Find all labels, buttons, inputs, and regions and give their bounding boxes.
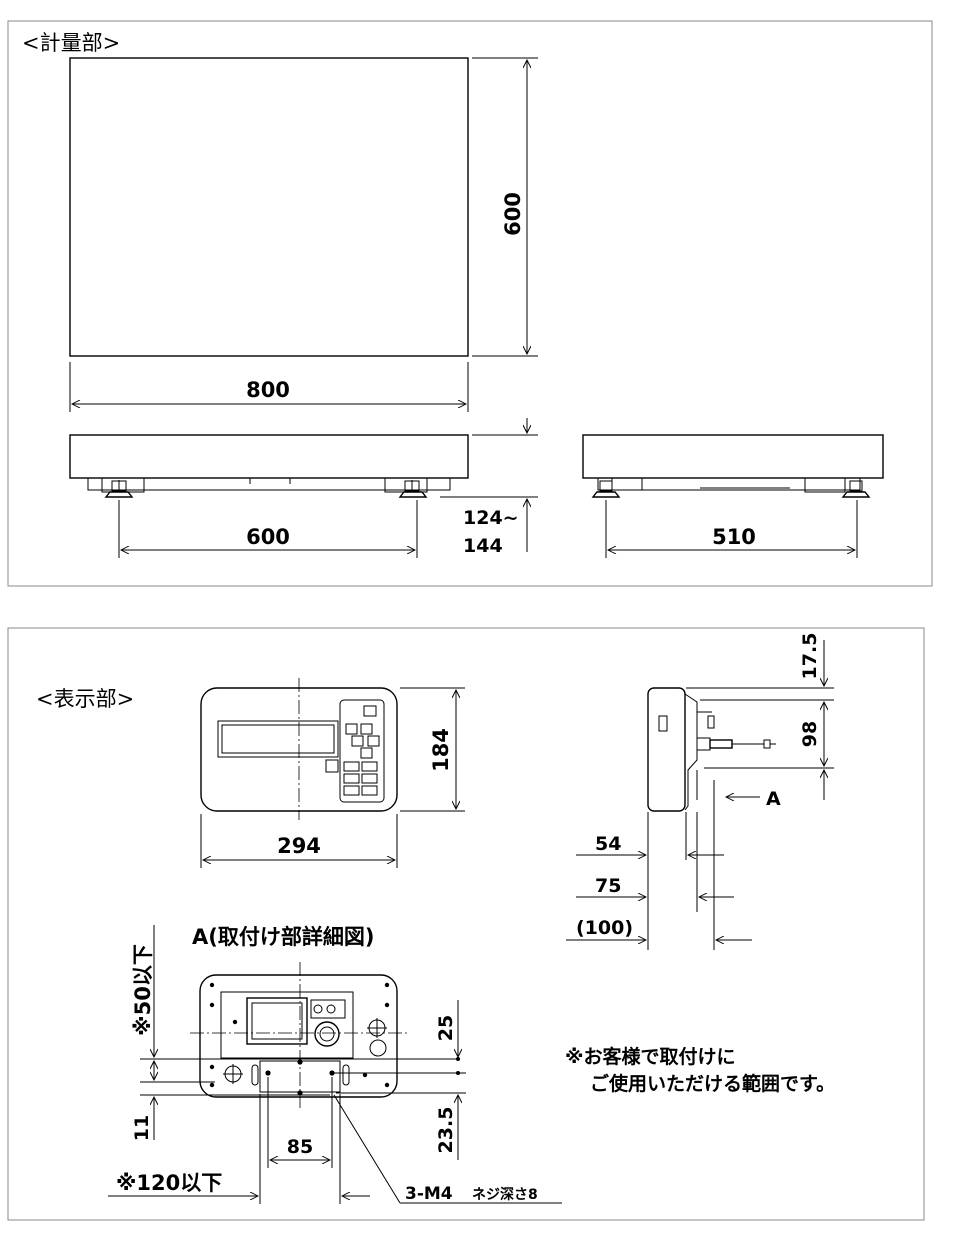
dim-25-label: 25: [435, 1015, 457, 1041]
display-front-view: [200, 678, 398, 820]
dim-foot-span-front-label: 600: [246, 525, 290, 549]
customer-note-line2: ご使用いただける範囲です。: [590, 1072, 835, 1095]
mount-plate: [190, 962, 410, 1110]
dim-depth-label: 600: [501, 192, 525, 236]
screw-label: 3-M4: [405, 1184, 453, 1204]
dim-23-5-label: 23.5: [435, 1107, 457, 1154]
dim-85-label: 85: [287, 1136, 313, 1158]
dim-height-label-b: 144: [463, 535, 503, 557]
display-unit-frame: [7, 627, 925, 1221]
mount-detail-title: A(取付け部詳細図): [192, 925, 374, 949]
dim-depth-54-label: 54: [595, 833, 621, 855]
note-horizontal-limit: ※120以下: [116, 1171, 222, 1195]
platform-front-view: [69, 434, 469, 498]
weighing-unit-label: <計量部>: [22, 31, 120, 55]
dim-11-label: 11: [131, 1115, 153, 1141]
note-vertical-limit: ※50以下: [131, 944, 155, 1036]
platform-top-view: [69, 57, 469, 357]
dim-display-width-label: 294: [277, 834, 321, 858]
view-a-label: A: [766, 788, 781, 810]
weighing-unit-panel: <計量部> 600 800: [7, 20, 933, 587]
screw-leader: [333, 1094, 401, 1204]
dim-foot-span-side-label: 510: [712, 525, 756, 549]
display-side-view: [647, 687, 776, 812]
dim-bracket-height-label: 98: [799, 721, 821, 747]
weighing-unit-frame: [7, 20, 933, 587]
dim-depth-75-label: 75: [595, 875, 621, 897]
platform-side-view: [582, 434, 884, 498]
display-unit-panel: <表示部> 184: [7, 627, 925, 1221]
screw-depth-label: ネジ深さ8: [472, 1186, 538, 1203]
display-unit-label: <表示部>: [36, 687, 134, 711]
dim-width-label: 800: [246, 378, 290, 402]
dim-top-offset-label: 17.5: [799, 633, 821, 680]
dim-depth-100-label: (100): [576, 917, 633, 939]
dim-height-label-a: 124~: [463, 507, 519, 529]
dim-display-height-label: 184: [429, 728, 453, 772]
customer-note-line1: ※お客様で取付けに: [565, 1045, 735, 1068]
